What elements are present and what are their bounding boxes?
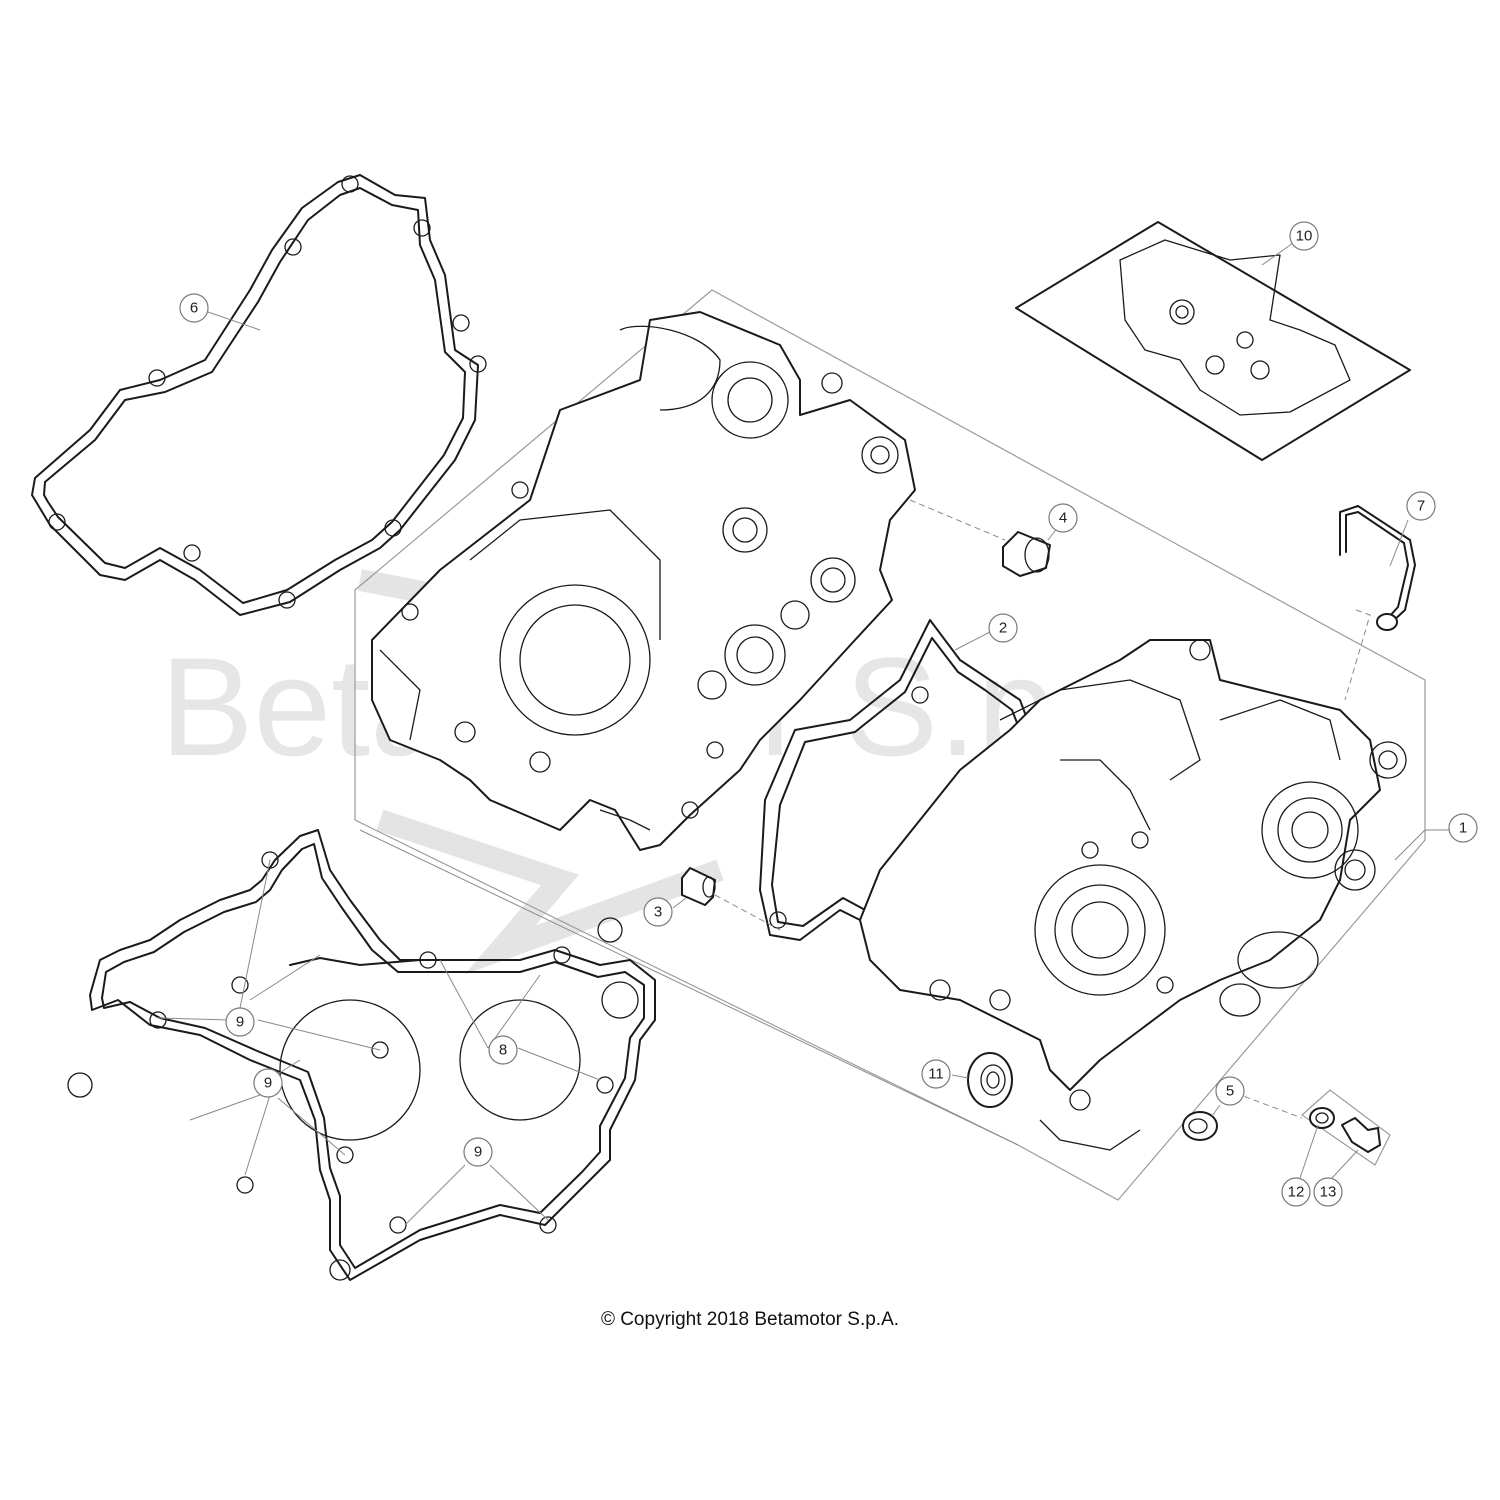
callout-1: 1: [1448, 813, 1478, 843]
copyright-text: © Copyright 2018 Betamotor S.p.A.: [601, 1309, 899, 1330]
svg-text:9: 9: [236, 1014, 244, 1031]
gasket-kit: [1015, 221, 1411, 461]
svg-text:10: 10: [1296, 228, 1313, 245]
svg-text:11: 11: [928, 1066, 944, 1083]
callout-9-b: 9: [253, 1068, 283, 1098]
callout-9-a: 9: [225, 1007, 255, 1037]
dowel-part-3: [672, 867, 781, 931]
callout-10: 10: [1289, 221, 1319, 251]
bushing-part-4: [1002, 526, 1059, 577]
crankcase-right-half: [859, 639, 1407, 1151]
crankcase-left-half: [371, 311, 916, 851]
plug-part-5: [1182, 1104, 1221, 1141]
drain-plug-group: [1234, 1089, 1391, 1179]
callout-11: 11: [921, 1059, 951, 1089]
breather-pipe: [1339, 505, 1416, 701]
svg-text:5: 5: [1226, 1083, 1234, 1100]
callout-9-c: 9: [463, 1137, 493, 1167]
svg-text:4: 4: [1059, 510, 1067, 527]
svg-text:3: 3: [654, 904, 662, 921]
svg-text:1: 1: [1459, 820, 1467, 837]
callout-4: 4: [1048, 503, 1078, 533]
dashed-line-left-half: [909, 499, 1006, 541]
svg-text:12: 12: [1288, 1184, 1305, 1201]
clutch-cover-gasket: [31, 174, 487, 616]
leader-lines: [157, 311, 1450, 1226]
svg-text:9: 9: [474, 1144, 482, 1161]
callout-13: 13: [1313, 1177, 1343, 1207]
callout-2: 2: [988, 613, 1018, 643]
callout-6: 6: [179, 293, 209, 323]
svg-text:9: 9: [264, 1075, 272, 1092]
crankcase-gaskets: [67, 829, 656, 1281]
callout-12: 12: [1281, 1177, 1311, 1207]
svg-text:6: 6: [190, 300, 198, 317]
callout-3: 3: [643, 897, 673, 927]
svg-text:7: 7: [1417, 498, 1425, 515]
svg-text:8: 8: [499, 1042, 507, 1059]
svg-text:2: 2: [999, 620, 1007, 637]
callout-8: 8: [488, 1035, 518, 1065]
svg-text:13: 13: [1320, 1184, 1337, 1201]
callout-5: 5: [1215, 1076, 1245, 1106]
assembly-frame: [354, 289, 1426, 1201]
frame-inner-line: [359, 829, 1019, 1146]
oil-seal-part-11: [951, 1052, 1013, 1108]
callout-7: 7: [1406, 491, 1436, 521]
